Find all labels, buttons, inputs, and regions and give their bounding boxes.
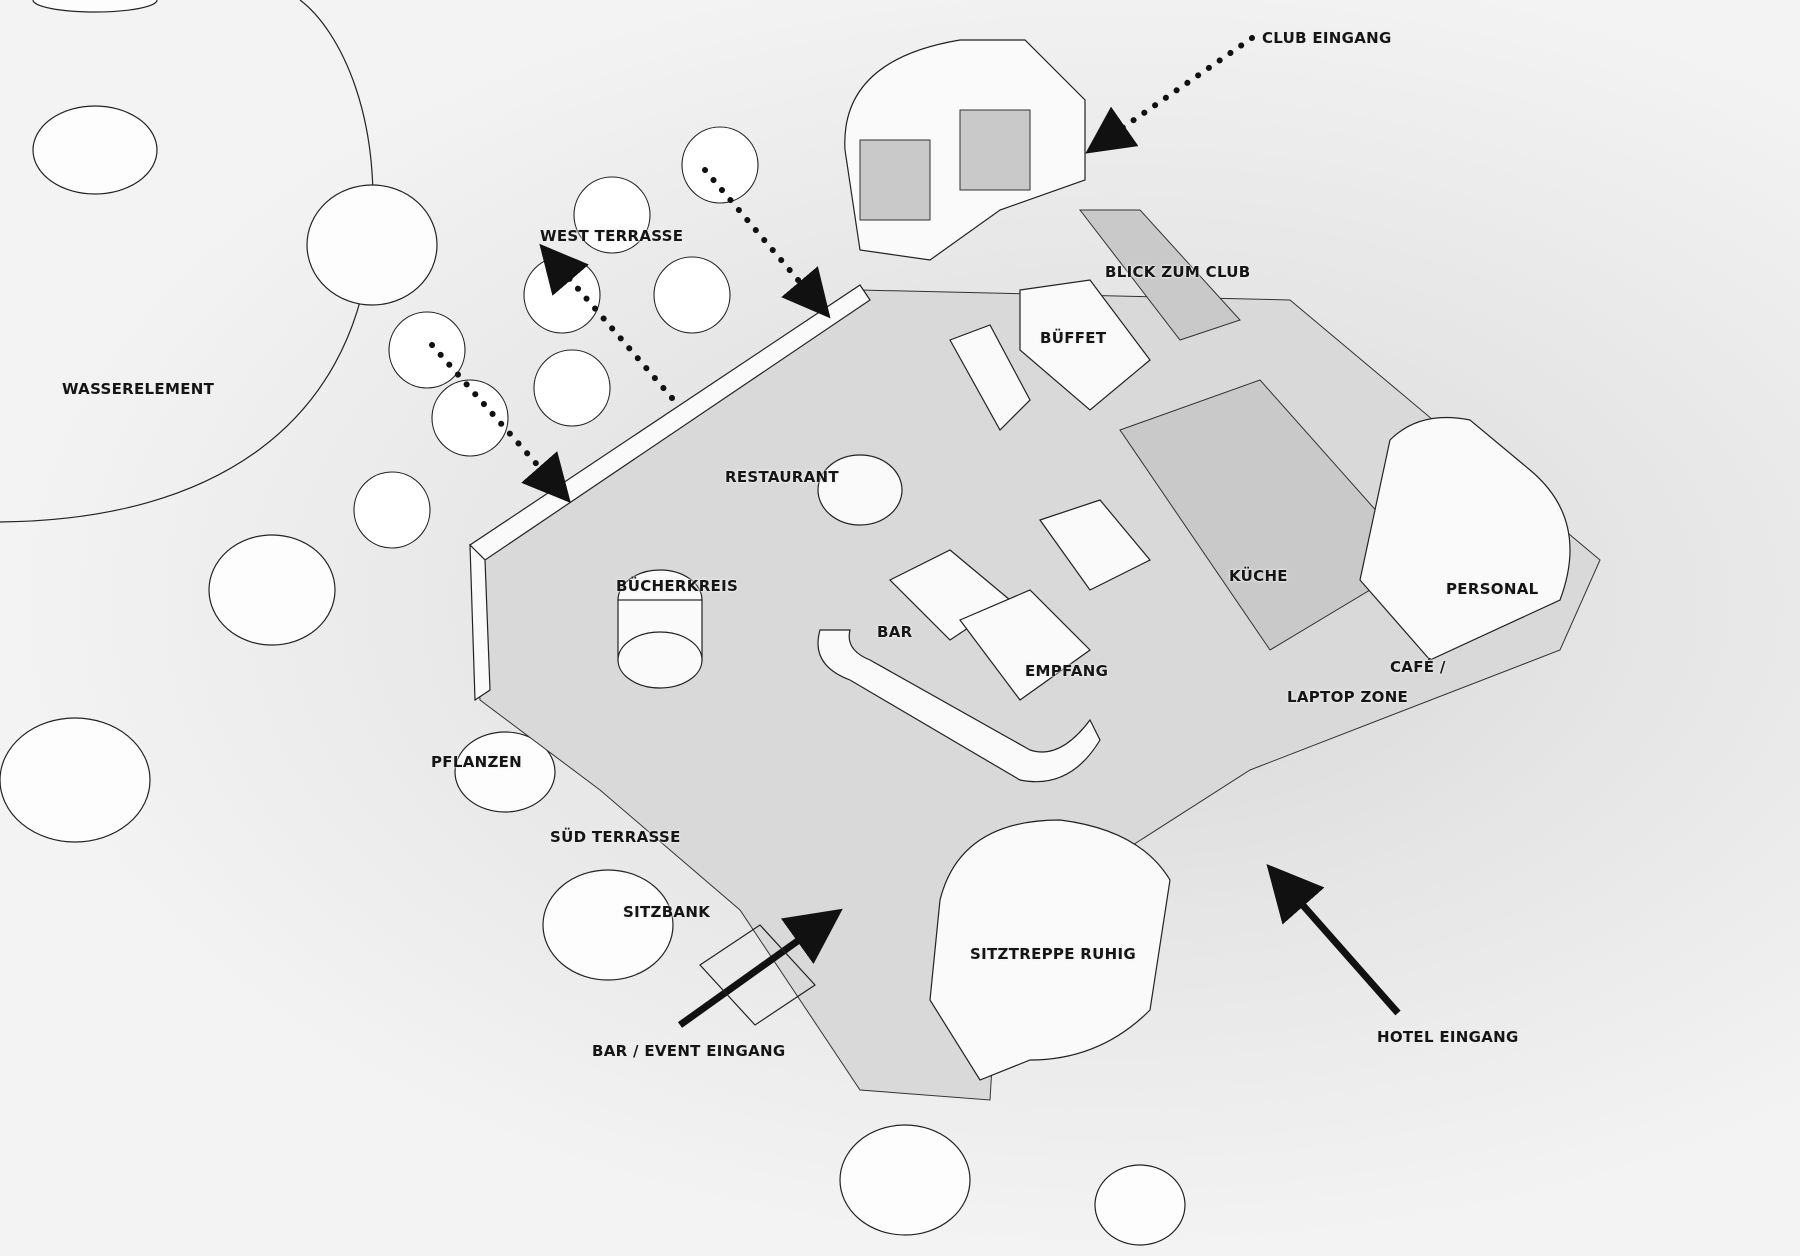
- tree: [306, 184, 438, 306]
- trees: [0, 0, 1186, 1246]
- staff-room: [1359, 416, 1571, 661]
- tree: [0, 717, 151, 843]
- label-restaurant: RESTAURANT: [725, 468, 839, 486]
- seating-steps: [929, 819, 1171, 1081]
- tree: [1094, 1164, 1186, 1246]
- umbrella: [533, 349, 611, 427]
- label-buffet: BÜFFET: [1040, 329, 1107, 347]
- bar-counter: [817, 629, 1101, 783]
- umbrella: [653, 256, 731, 334]
- round-table: [817, 454, 903, 526]
- label-reception: EMPFANG: [1025, 662, 1109, 680]
- umbrella: [353, 471, 431, 549]
- tree: [32, 105, 158, 195]
- south-west-wall: [469, 543, 491, 702]
- entrance-mat: [699, 924, 816, 1026]
- tree: [839, 1124, 971, 1236]
- bar-event-entrance-arrow: [677, 908, 843, 1028]
- label-club-entrance: CLUB EINGANG: [1262, 29, 1392, 47]
- book-circle-base: [617, 631, 703, 689]
- club-view-corridor: [1078, 209, 1241, 341]
- umbrella: [573, 176, 651, 254]
- label-west-terrace: WEST TERRASSE: [540, 227, 684, 245]
- label-hotel-entrance: HOTEL EINGANG: [1377, 1028, 1519, 1046]
- umbrellas: [353, 126, 759, 549]
- label-staff: PERSONAL: [1446, 580, 1539, 598]
- label-bench: SITZBANK: [623, 903, 711, 921]
- tree: [542, 869, 674, 981]
- label-seating-steps: SITZTREPPE RUHIG: [970, 945, 1136, 963]
- tree: [32, 0, 158, 13]
- umbrella: [681, 126, 759, 204]
- tree: [208, 534, 336, 646]
- arrows: [429, 35, 1401, 1028]
- west-terrace-arrow-2: [539, 243, 675, 401]
- hotel-entrance-arrow: [1266, 864, 1401, 1016]
- tree: [454, 731, 556, 813]
- club-stair-box: [859, 139, 931, 221]
- label-bar-event-entrance: BAR / EVENT EINGANG: [592, 1042, 786, 1060]
- label-water-element: WASSERELEMENT: [62, 380, 215, 398]
- label-bar: BAR: [877, 623, 913, 641]
- label-book-circle: BÜCHERKREIS: [616, 577, 739, 595]
- label-plants: PFLANZEN: [431, 753, 523, 771]
- umbrella: [388, 311, 466, 389]
- buffet-block: [1019, 279, 1151, 411]
- umbrella: [431, 379, 509, 457]
- buffet-counter: [949, 324, 1031, 431]
- club-entrance-arrow: [1085, 35, 1255, 154]
- west-terrace-arrow-3: [429, 342, 571, 504]
- building: [469, 39, 1601, 1101]
- label-south-terrace: SÜD TERRASSE: [550, 828, 681, 846]
- west-terrace-arrow-1: [702, 167, 831, 319]
- label-kitchen: KÜCHE: [1229, 567, 1288, 585]
- club-stair-box: [959, 109, 1031, 191]
- label-club-view: BLICK ZUM CLUB: [1105, 263, 1251, 281]
- label-cafe: CAFÉ /: [1390, 658, 1446, 676]
- stair-core: [1039, 499, 1151, 591]
- empfang-block: [959, 589, 1091, 701]
- label-laptop-zone: LAPTOP ZONE: [1287, 688, 1409, 706]
